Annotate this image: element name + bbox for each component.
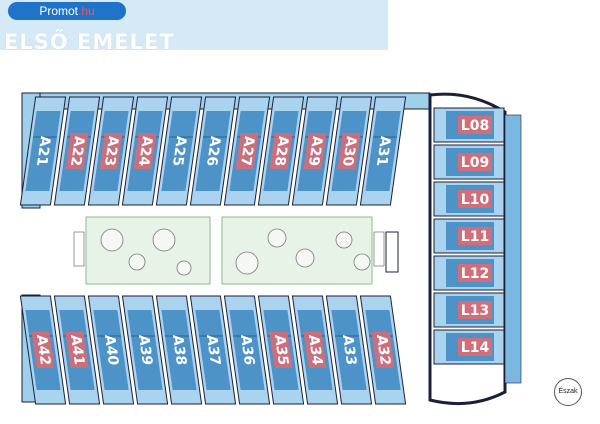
unit-highlight (458, 116, 492, 134)
unit-label: A37 (203, 335, 223, 365)
top-unit-row: A21 A22 A23 A24 A25 A26 A27 A28 A29 A30 A31 (19, 96, 407, 206)
unit-highlight (99, 133, 123, 169)
unit-label: A32 (373, 335, 393, 365)
unit-a25[interactable]: A25 (155, 96, 203, 206)
site-badge-main: Promot (39, 4, 78, 18)
unit-label: A26 (203, 136, 223, 166)
unit-room-fill (161, 111, 197, 191)
unit-a24[interactable]: A24 (121, 96, 169, 206)
unit-highlight (269, 332, 293, 368)
unit-highlight (303, 332, 327, 368)
unit-label: A34 (305, 335, 325, 365)
unit-l13[interactable]: L13 (433, 292, 505, 328)
unit-label: A30 (339, 136, 359, 166)
unit-room-fill (229, 310, 265, 390)
unit-label: A23 (101, 136, 121, 166)
courtyard (73, 216, 399, 285)
unit-a41[interactable]: A41 (53, 295, 101, 405)
unit-a28[interactable]: A28 (257, 96, 305, 206)
unit-a38[interactable]: A38 (155, 295, 203, 405)
unit-label: L09 (461, 155, 489, 171)
unit-a27[interactable]: A27 (223, 96, 271, 206)
unit-label: A28 (271, 136, 291, 166)
unit-a36[interactable]: A36 (223, 295, 271, 405)
unit-label: A35 (271, 335, 291, 365)
bottom-unit-row: A42 A41 A40 A39 A38 A37 A36 A35 A34 A33 A32 (19, 295, 407, 405)
unit-l11[interactable]: L11 (433, 218, 505, 254)
unit-room-fill (365, 111, 401, 191)
unit-a30[interactable]: A30 (325, 96, 373, 206)
site-badge[interactable]: Promot.hu (8, 2, 126, 20)
unit-label: A21 (33, 136, 53, 166)
unit-highlight (458, 190, 492, 208)
unit-label: A31 (373, 136, 393, 166)
unit-a42[interactable]: A42 (19, 295, 67, 405)
unit-l12[interactable]: L12 (433, 255, 505, 291)
unit-a37[interactable]: A37 (189, 295, 237, 405)
unit-highlight (458, 301, 492, 319)
unit-room-fill (161, 310, 197, 390)
site-badge-suffix: .hu (78, 4, 95, 18)
unit-label: A27 (237, 136, 257, 166)
north-compass: Észak (554, 378, 582, 406)
unit-l09[interactable]: L09 (433, 144, 505, 180)
unit-a31[interactable]: A31 (359, 96, 407, 206)
unit-room-fill (195, 111, 231, 191)
unit-room-fill (25, 111, 61, 191)
unit-label: A29 (305, 136, 325, 166)
unit-highlight (65, 133, 89, 169)
unit-label: L10 (461, 192, 490, 208)
unit-a35[interactable]: A35 (257, 295, 305, 405)
unit-a32[interactable]: A32 (359, 295, 407, 405)
unit-l14[interactable]: L14 (433, 329, 505, 365)
unit-label: A24 (135, 136, 155, 166)
unit-highlight (303, 133, 327, 169)
unit-highlight (458, 264, 492, 282)
unit-label: L08 (461, 118, 489, 134)
unit-l10[interactable]: L10 (433, 181, 505, 217)
unit-a33[interactable]: A33 (325, 295, 373, 405)
unit-highlight (235, 133, 259, 169)
unit-highlight (458, 338, 492, 356)
unit-highlight (269, 133, 293, 169)
unit-a34[interactable]: A34 (291, 295, 339, 405)
unit-a23[interactable]: A23 (87, 96, 135, 206)
unit-label: A42 (33, 335, 53, 365)
unit-a26[interactable]: A26 (189, 96, 237, 206)
unit-a22[interactable]: A22 (53, 96, 101, 206)
unit-highlight (458, 153, 492, 171)
unit-highlight (371, 332, 395, 368)
unit-room-fill (127, 310, 163, 390)
unit-label: L13 (461, 303, 489, 319)
unit-room-fill (331, 310, 367, 390)
unit-l08[interactable]: L08 (433, 107, 505, 143)
unit-label: A39 (135, 335, 155, 365)
unit-a40[interactable]: A40 (87, 295, 135, 405)
unit-highlight (31, 332, 55, 368)
unit-label: A38 (169, 335, 189, 365)
unit-room-fill (93, 310, 129, 390)
unit-label: A25 (169, 136, 189, 166)
unit-label: A22 (67, 136, 87, 166)
unit-label: A36 (237, 335, 257, 365)
floor-title: ELSŐ EMELET (4, 30, 175, 54)
unit-highlight (458, 227, 492, 245)
unit-label: A40 (101, 335, 121, 365)
unit-label: A41 (67, 335, 87, 365)
unit-highlight (337, 133, 361, 169)
unit-highlight (65, 332, 89, 368)
unit-room-fill (195, 310, 231, 390)
unit-label: L12 (461, 266, 489, 282)
unit-a39[interactable]: A39 (121, 295, 169, 405)
unit-highlight (133, 133, 157, 169)
unit-label: L14 (461, 340, 490, 356)
unit-a21[interactable]: A21 (19, 96, 67, 206)
unit-label: A33 (339, 335, 359, 365)
unit-label: L11 (461, 229, 489, 245)
unit-a29[interactable]: A29 (291, 96, 339, 206)
